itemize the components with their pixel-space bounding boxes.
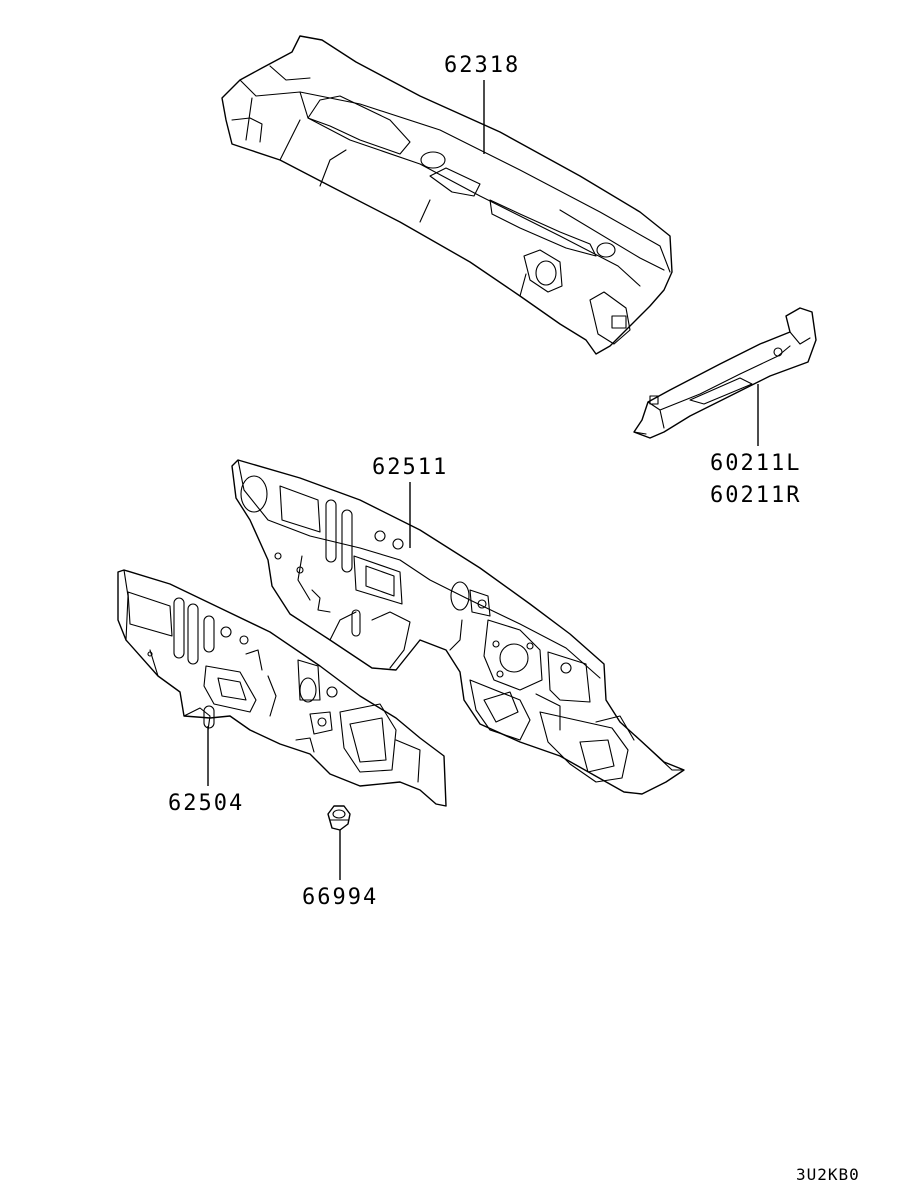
cowl-side-reinforcement <box>633 307 817 439</box>
diagram-code: 3U2KB0 <box>796 1165 860 1184</box>
label-62511: 62511 <box>372 455 448 480</box>
label-60211L: 60211L <box>710 451 801 476</box>
clip-nut <box>327 805 351 831</box>
label-62318: 62318 <box>444 53 520 78</box>
label-62504: 62504 <box>168 791 244 816</box>
dash-panel <box>231 459 685 795</box>
dash-insulator <box>117 569 447 807</box>
label-66994: 66994 <box>302 885 378 910</box>
label-60211R: 60211R <box>710 483 801 508</box>
cowl-top-panel <box>221 35 673 355</box>
